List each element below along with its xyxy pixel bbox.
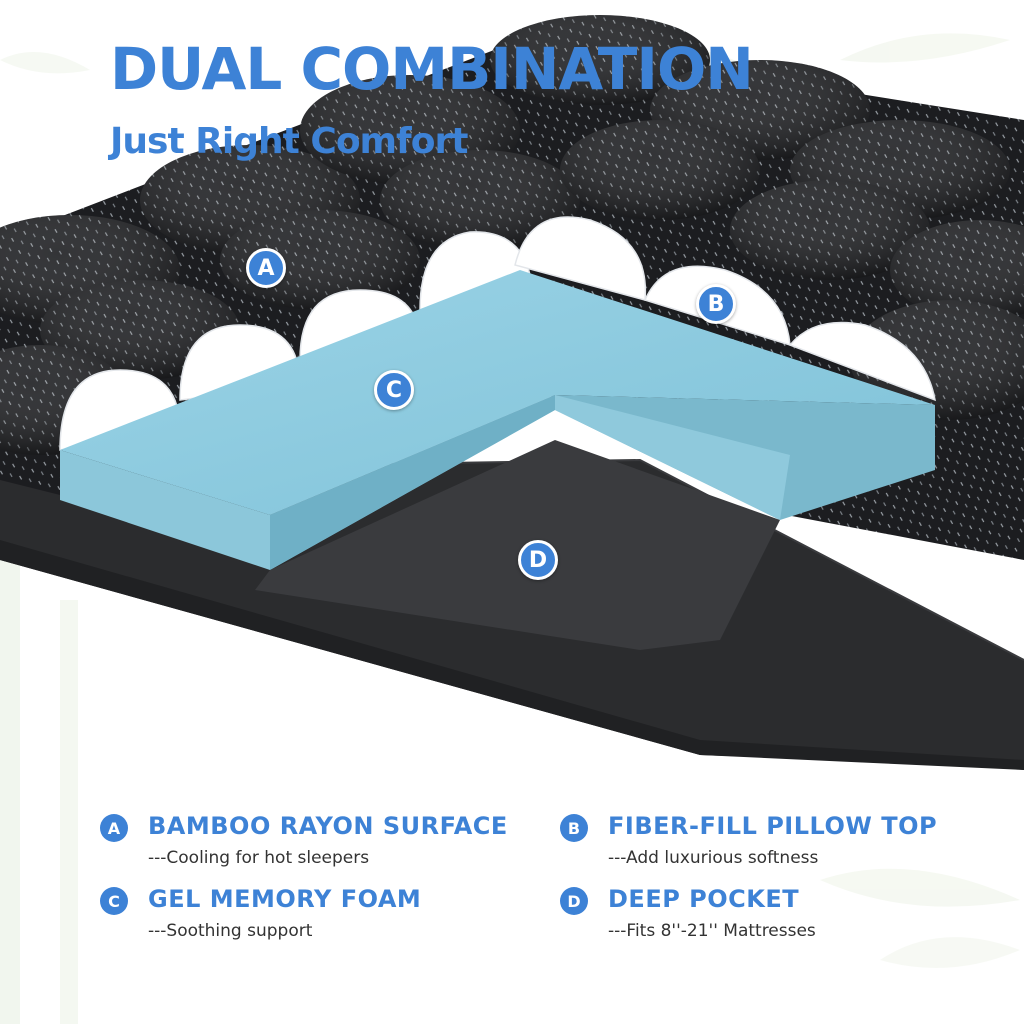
feature-b-badge: B xyxy=(560,814,588,842)
marker-b: B xyxy=(696,284,736,324)
feature-d-title: DEEP POCKET xyxy=(608,885,800,913)
feature-c: C GEL MEMORY FOAM ---Soothing support xyxy=(100,885,520,945)
marker-d: D xyxy=(518,540,558,580)
subheadline: Just Right Comfort xyxy=(110,121,468,162)
gel-memory-foam-layer xyxy=(60,270,935,570)
marker-a: A xyxy=(246,248,286,288)
feature-d-desc: ---Fits 8''-21'' Mattresses xyxy=(608,921,816,941)
feature-c-desc: ---Soothing support xyxy=(148,921,313,941)
headline: DUAL COMBINATION xyxy=(110,35,754,103)
feature-d-badge: D xyxy=(560,887,588,915)
feature-d: D DEEP POCKET ---Fits 8''-21'' Mattresse… xyxy=(560,885,1000,945)
feature-a-badge: A xyxy=(100,814,128,842)
feature-a-desc: ---Cooling for hot sleepers xyxy=(148,848,370,868)
feature-b: B FIBER-FILL PILLOW TOP ---Add luxurious… xyxy=(560,812,1000,872)
feature-c-badge: C xyxy=(100,887,128,915)
marker-c: C xyxy=(374,370,414,410)
feature-a: A BAMBOO RAYON SURFACE ---Cooling for ho… xyxy=(100,812,520,872)
feature-b-desc: ---Add luxurious softness xyxy=(608,848,819,868)
feature-b-title: FIBER-FILL PILLOW TOP xyxy=(608,812,938,840)
inner-base-surface xyxy=(255,440,780,650)
feature-c-title: GEL MEMORY FOAM xyxy=(148,885,422,913)
quilted-puffs xyxy=(0,15,1024,455)
feature-a-title: BAMBOO RAYON SURFACE xyxy=(148,812,508,840)
